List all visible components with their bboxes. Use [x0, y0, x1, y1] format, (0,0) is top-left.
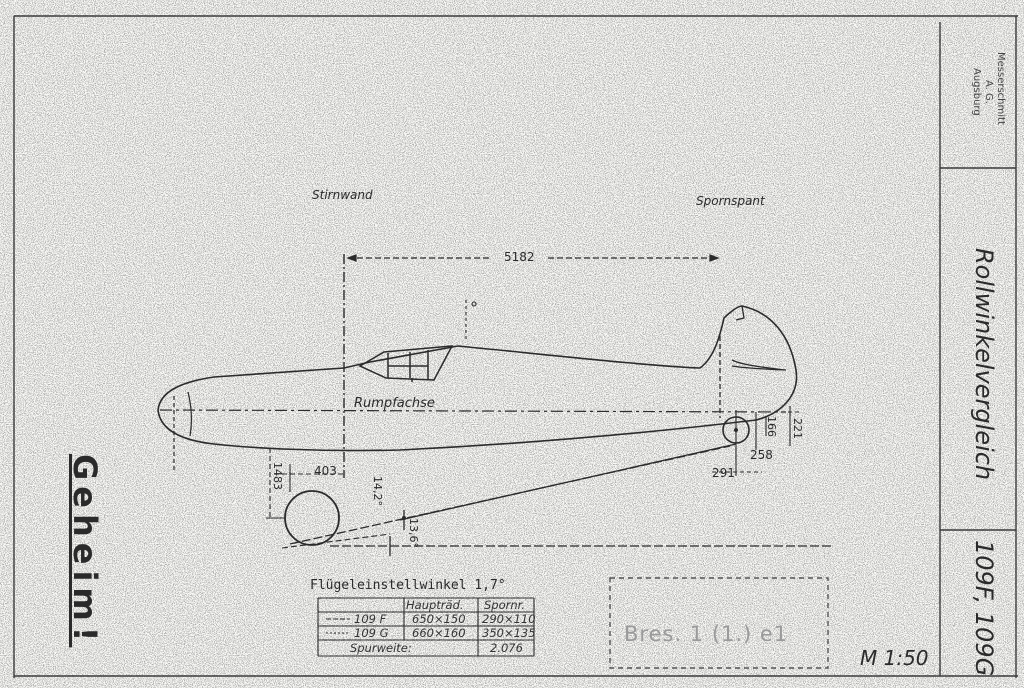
- nose-details: [173, 391, 192, 470]
- stamp-box-text: Bres. 1 (1.) e1: [624, 622, 789, 646]
- drawing-title: Rollwinkelvergleich: [970, 248, 998, 481]
- row-109f-main: 650×150: [412, 612, 466, 626]
- angle-136-label: 13,6°: [407, 518, 420, 548]
- main-wheel-dimensions: [266, 448, 391, 549]
- col-tail-header: Spornr.: [484, 598, 525, 612]
- aircraft-types: 109F, 109G: [970, 540, 998, 677]
- row-109f-tail: 290×110: [482, 612, 536, 626]
- dim-403-label: 403: [314, 464, 337, 478]
- dim-221-label: 221: [791, 418, 804, 439]
- track-value: 2.076: [490, 641, 523, 655]
- dim-1483-label: 1483: [271, 462, 284, 490]
- row-109g-main: 660×160: [412, 626, 466, 640]
- wheel-size-table: Haupträd. Spornr. 109 F 650×150 290×110 …: [318, 596, 536, 662]
- dim-291-label: 291: [712, 466, 735, 480]
- dimension-5182: [346, 254, 720, 262]
- angle-vertex: [402, 516, 406, 520]
- dim-166-label: 166: [765, 416, 778, 437]
- geheim-stamp: Geheim!: [66, 454, 104, 648]
- length-5182-label: 5182: [504, 250, 535, 264]
- company-name: Messerschmitt: [995, 52, 1006, 125]
- antenna-mark: [465, 300, 477, 342]
- spornspant-label: Spornspant: [696, 194, 765, 208]
- tail-details: [719, 305, 787, 418]
- track-label: Spurweite:: [350, 641, 412, 655]
- table-title: Flügeleinstellwinkel 1,7°: [310, 578, 506, 593]
- row-109g-tail: 350×135: [482, 626, 536, 640]
- dim-258-label: 258: [750, 448, 773, 462]
- stamp-box: [609, 577, 829, 669]
- ground-lines: [289, 443, 834, 556]
- scale-label: M 1:50: [860, 646, 929, 670]
- company-ag: A. G.: [983, 80, 994, 104]
- fuselage-outline: [157, 305, 798, 452]
- company-block: Messerschmitt A. G. Augsburg: [970, 52, 1006, 125]
- cockpit-canopy: [358, 345, 454, 382]
- col-main-header: Haupträd.: [406, 598, 464, 612]
- row-109g-type: 109 G: [354, 626, 389, 640]
- tail-wheel-dimensions: [712, 406, 800, 476]
- stirnwand-label: Stirnwand: [312, 188, 373, 202]
- wheel-table-grid: [317, 597, 535, 657]
- company-city: Augsburg: [971, 68, 982, 116]
- row-109f-type: 109 F: [354, 612, 387, 626]
- sheet-frame: [13, 15, 1018, 678]
- rumpfachse-label: Rumpfachse: [354, 396, 435, 411]
- angle-142-label: 14,2°: [371, 476, 384, 506]
